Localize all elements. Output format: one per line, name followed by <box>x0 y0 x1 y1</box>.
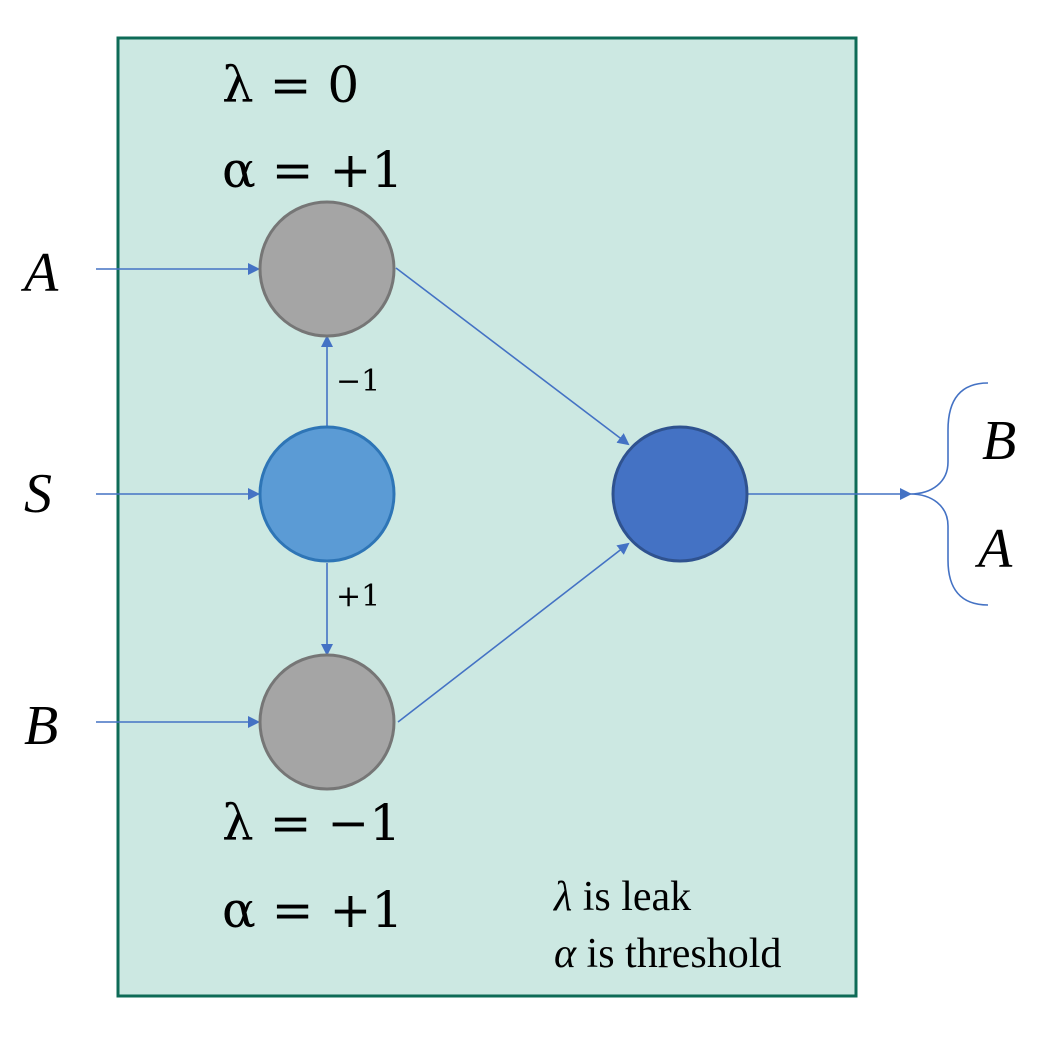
weight-select-to-bottom: +1 <box>336 579 380 614</box>
output-first-label: B <box>982 410 1016 472</box>
input-s-label: S <box>24 463 52 525</box>
top-threshold-label: α = +1 <box>222 141 403 199</box>
legend-threshold-symbol: α <box>554 931 577 977</box>
output-brace <box>909 382 989 606</box>
output-second-label: A <box>974 518 1013 580</box>
select-neuron <box>258 425 396 563</box>
weight-select-to-top: −1 <box>336 364 380 399</box>
legend-leak: λ is leak <box>552 874 691 920</box>
edge-bottom-to-output <box>397 542 630 723</box>
legend-threshold-text: is threshold <box>576 931 781 977</box>
legend-leak-symbol: λ <box>552 874 572 920</box>
edge-top-to-output <box>395 267 630 446</box>
bottom-threshold-label: α = +1 <box>222 881 403 939</box>
bottom-gate-neuron <box>258 653 396 791</box>
top-leak-label: λ = 0 <box>222 56 359 114</box>
top-gate-neuron <box>258 200 396 338</box>
input-b-label: B <box>24 695 58 757</box>
legend-leak-text: is leak <box>572 874 691 920</box>
legend-threshold: α is threshold <box>554 931 781 977</box>
output-neuron <box>611 425 749 563</box>
input-a-label: A <box>20 242 59 304</box>
bottom-leak-label: λ = −1 <box>222 794 401 852</box>
